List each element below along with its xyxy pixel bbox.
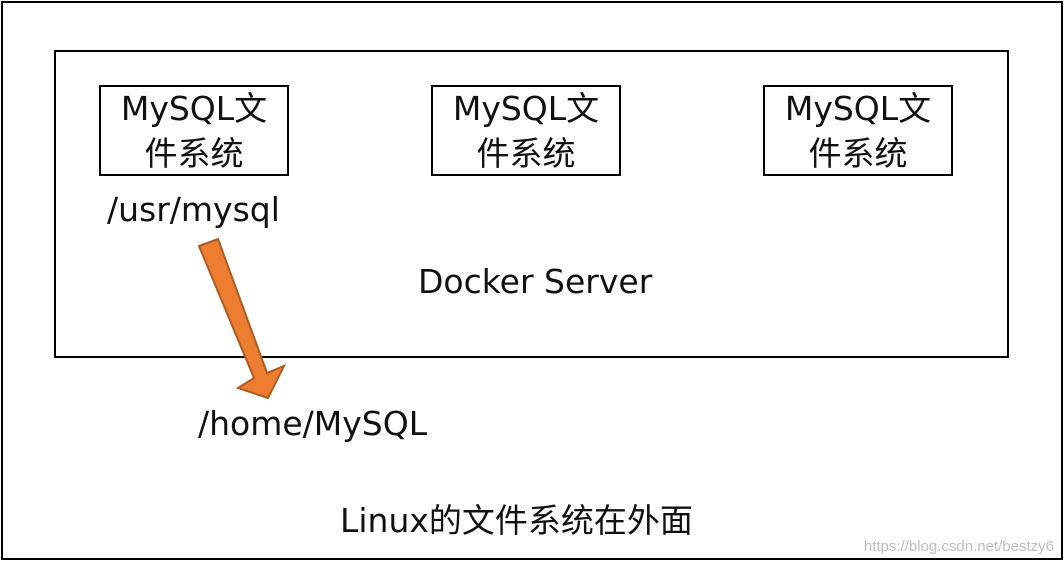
watermark: https://blog.csdn.net/bestzy6 (863, 538, 1054, 555)
mysql-filesystem-box-2: MySQL文 件系统 (431, 85, 621, 176)
mysql-filesystem-line2: 件系统 (144, 133, 244, 173)
mysql-filesystem-line2: 件系统 (476, 133, 576, 173)
container-path-label: /usr/mysql (107, 190, 280, 229)
host-path-label: /home/MySQL (198, 404, 428, 443)
mysql-filesystem-box-3: MySQL文 件系统 (763, 85, 953, 176)
mysql-filesystem-line1: MySQL文 (120, 88, 268, 128)
linux-filesystem-label: Linux的文件系统在外面 (340, 501, 693, 540)
docker-server-label: Docker Server (418, 262, 653, 301)
mysql-filesystem-line2: 件系统 (808, 133, 908, 173)
mysql-filesystem-line1: MySQL文 (784, 88, 932, 128)
mysql-filesystem-line1: MySQL文 (452, 88, 600, 128)
mysql-filesystem-box-1: MySQL文 件系统 (99, 85, 289, 176)
